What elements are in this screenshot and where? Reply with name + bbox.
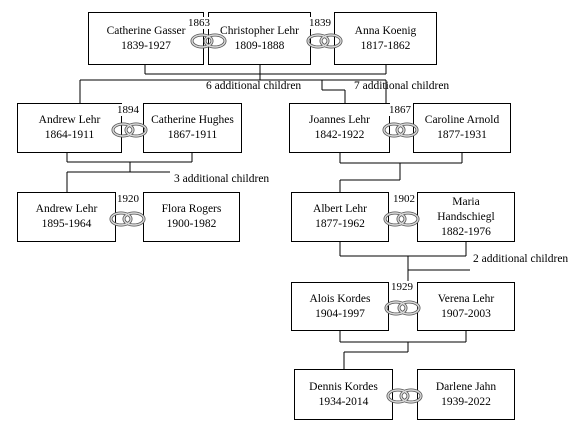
wedding-rings-icon xyxy=(382,122,419,138)
person-card-andrew-lehr-1864: Andrew Lehr 1864-1911 xyxy=(17,103,122,153)
person-dates: 1877-1962 xyxy=(315,218,365,230)
person-dates: 1939-2022 xyxy=(441,395,491,408)
person-name-line1: Maria xyxy=(452,195,480,208)
person-card-catherine-hughes: Catherine Hughes 1867-1911 xyxy=(143,103,242,153)
marriage-year: 1902 xyxy=(393,193,415,205)
person-name: Catherine Hughes xyxy=(151,114,234,126)
additional-children-note: 2 additional children xyxy=(473,253,569,265)
person-dates: 1809-1888 xyxy=(234,39,285,52)
person-name: Caroline Arnold xyxy=(424,114,500,126)
marriage-year: 1929 xyxy=(391,281,413,293)
person-dates: 1817-1862 xyxy=(360,39,411,52)
person-name: Andrew Lehr xyxy=(35,203,98,215)
person-card-albert-lehr: Albert Lehr 1877-1962 xyxy=(291,192,389,242)
person-dates: 1839-1927 xyxy=(121,39,171,52)
person-dates: 1895-1964 xyxy=(41,218,92,230)
person-name: Joannes Lehr xyxy=(309,114,370,126)
marriage-year: 1863 xyxy=(188,17,210,29)
additional-children-note: 7 additional children xyxy=(354,80,450,92)
person-name: Andrew Lehr xyxy=(38,114,101,126)
person-card-anna-koenig: Anna Koenig 1817-1862 xyxy=(334,12,437,65)
person-card-andrew-lehr-1895: Andrew Lehr 1895-1964 xyxy=(17,192,116,242)
person-dates: 1900-1982 xyxy=(166,218,217,230)
person-card-darlene-jahn: Darlene Jahn 1939-2022 xyxy=(417,369,515,420)
person-name: Anna Koenig xyxy=(354,24,417,37)
person-name: Christopher Lehr xyxy=(220,24,299,37)
person-name: Dennis Kordes xyxy=(309,380,378,393)
wedding-rings-icon xyxy=(386,388,423,404)
person-card-caroline-arnold: Caroline Arnold 1877-1931 xyxy=(413,103,511,153)
person-card-joannes-lehr: Joannes Lehr 1842-1922 xyxy=(289,103,390,153)
marriage-year: 1839 xyxy=(309,17,331,29)
person-card-catherine-gasser: Catherine Gasser 1839-1927 xyxy=(88,12,204,65)
person-dates: 1904-1997 xyxy=(315,307,365,320)
marriage-year: 1894 xyxy=(117,104,139,116)
wedding-rings-icon xyxy=(109,211,146,227)
person-dates: 1867-1911 xyxy=(167,129,218,141)
person-dates: 1882-1976 xyxy=(441,225,491,238)
wedding-rings-icon xyxy=(306,33,343,49)
additional-children-note: 6 additional children xyxy=(206,80,302,92)
wedding-rings-icon xyxy=(384,300,421,316)
marriage-year: 1920 xyxy=(117,193,139,205)
person-name: Catherine Gasser xyxy=(106,24,186,37)
person-dates: 1907-2003 xyxy=(441,307,491,320)
person-dates: 1842-1922 xyxy=(314,129,365,141)
person-name-line2: Handschiegl xyxy=(437,210,495,223)
person-card-maria-handschiegl: Maria Handschiegl 1882-1976 xyxy=(417,192,515,242)
person-name: Flora Rogers xyxy=(161,203,222,215)
additional-children-note: 3 additional children xyxy=(174,173,270,185)
person-name: Albert Lehr xyxy=(313,203,367,215)
person-card-verena-lehr: Verena Lehr 1907-2003 xyxy=(417,282,515,331)
wedding-rings-icon xyxy=(383,211,420,227)
person-dates: 1864-1911 xyxy=(44,129,95,141)
person-dates: 1934-2014 xyxy=(318,395,369,408)
marriage-year: 1867 xyxy=(389,104,411,116)
wedding-rings-icon xyxy=(190,33,227,49)
person-dates: 1877-1931 xyxy=(437,129,487,141)
person-name: Alois Kordes xyxy=(309,292,371,305)
person-name: Darlene Jahn xyxy=(435,380,497,393)
person-card-alois-kordes: Alois Kordes 1904-1997 xyxy=(291,282,389,331)
wedding-rings-icon xyxy=(111,122,148,138)
person-card-dennis-kordes: Dennis Kordes 1934-2014 xyxy=(294,369,393,420)
person-name: Verena Lehr xyxy=(437,292,495,305)
person-card-flora-rogers: Flora Rogers 1900-1982 xyxy=(143,192,240,242)
